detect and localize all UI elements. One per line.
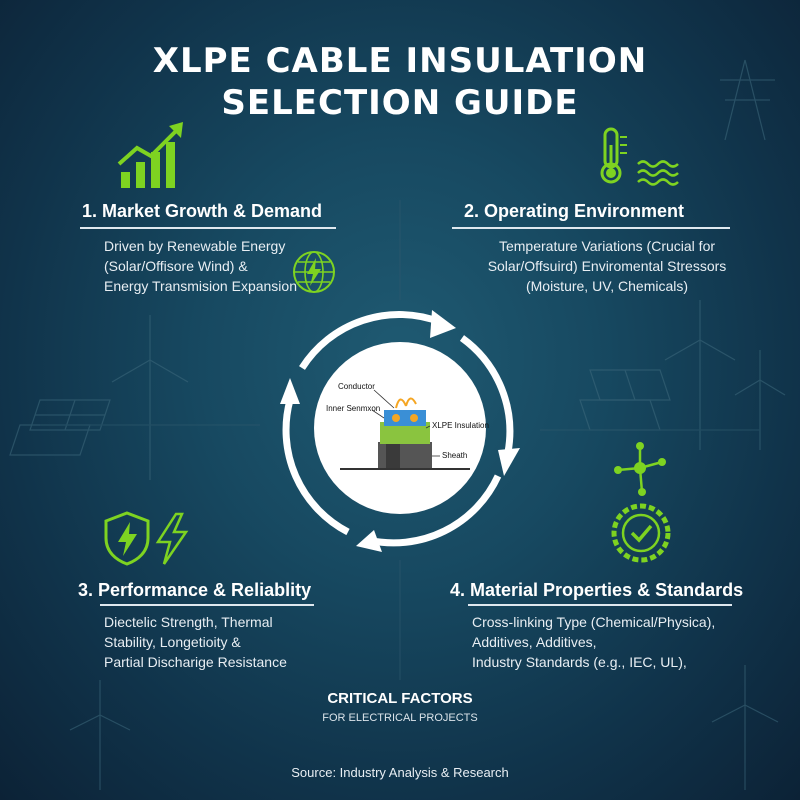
section-2-heading: 2. Operating Environment <box>464 201 685 221</box>
section-2-divider <box>452 227 730 229</box>
cycle-arrow-left <box>282 399 350 536</box>
section-3-heading: 3. Performance & Reliablity <box>78 580 312 600</box>
cycle-arrowhead-right <box>498 448 520 476</box>
section-4-divider <box>468 604 732 606</box>
thermometer-icon <box>600 127 627 184</box>
title-line-2: SELECTION GUIDE <box>221 83 579 123</box>
section-1-line-3: Energy Transmision Expansion <box>104 278 297 294</box>
section-3-line-2: Stability, Longetioity & <box>104 634 241 650</box>
inner-layer-label: Inner Senmxon <box>326 404 381 413</box>
section-2-line-2: Solar/Offsuird) Enviromental Stressors <box>487 258 727 274</box>
cycle-arrowhead-top <box>430 310 456 338</box>
source-credit: Source: Industry Analysis & Research <box>291 765 509 780</box>
wind-turbine-icon <box>111 315 189 480</box>
water-waves-icon <box>637 160 679 186</box>
section-1-heading: 1. Market Growth & Demand <box>82 201 323 221</box>
lightning-bolt-icon <box>155 512 189 565</box>
solar-panel-icon <box>579 369 671 431</box>
globe-lightning-icon <box>293 251 335 293</box>
certified-badge-icon <box>611 503 671 563</box>
power-pylon-icon <box>720 59 775 141</box>
solar-panel-icon <box>9 399 111 456</box>
shield-lightning-icon <box>104 511 150 566</box>
section-1-body: Driven by Renewable Energy (Solar/Offiso… <box>104 236 297 296</box>
cycle-arrow-top <box>299 311 442 370</box>
section-4-line-3: Industry Standards (e.g., IEC, UL), <box>472 654 687 670</box>
cycle-arrow-bottom <box>367 474 502 547</box>
title-line-1: XLPE CABLE INSULATION <box>152 41 648 81</box>
section-4-heading: 4. Material Properties & Standards <box>450 580 744 600</box>
section-2-line-3: (Moisture, UV, Chemicals) <box>525 278 689 294</box>
cable-cross-section-icon <box>340 389 470 470</box>
section-3-line-3: Partial Discharige Resistance <box>104 654 287 670</box>
cycle-arrowhead-left <box>280 378 300 404</box>
section-2-line-1: Temperature Variations (Crucial for <box>498 238 716 254</box>
section-1-line-1: Driven by Renewable Energy <box>104 238 286 254</box>
section-3-line-1: Diectelic Strength, Thermal <box>104 614 273 630</box>
growth-chart-icon <box>117 122 183 188</box>
conductor-label: Conductor <box>338 382 375 391</box>
molecule-icon <box>614 442 666 496</box>
section-3-body: Diectelic Strength, Thermal Stability, L… <box>104 612 287 672</box>
section-1-line-2: (Solar/Offisore Wind) & <box>104 258 248 274</box>
footer-subheadline: FOR ELECTRICAL PROJECTS <box>322 712 478 724</box>
section-1-divider <box>80 227 336 229</box>
wind-turbine-icon <box>69 665 779 790</box>
cycle-arrow-right <box>459 335 514 453</box>
cycle-arrowhead-bottom <box>356 530 382 552</box>
wind-turbine-icon <box>664 300 786 450</box>
section-4-body: Cross-linking Type (Chemical/Physica), A… <box>472 612 715 672</box>
sheath-label: Sheath <box>442 451 468 460</box>
footer-headline: CRITICAL FACTORS <box>327 690 473 707</box>
section-3-divider <box>100 604 314 606</box>
section-4-line-1: Cross-linking Type (Chemical/Physica), <box>472 614 716 630</box>
section-4-line-2: Additives, Additives, <box>472 634 597 650</box>
section-2-body: Temperature Variations (Crucial for Sola… <box>458 236 756 296</box>
page-title: XLPE CABLE INSULATION SELECTION GUIDE <box>0 40 800 124</box>
xlpe-insulation-label: XLPE Insulation <box>432 421 489 430</box>
